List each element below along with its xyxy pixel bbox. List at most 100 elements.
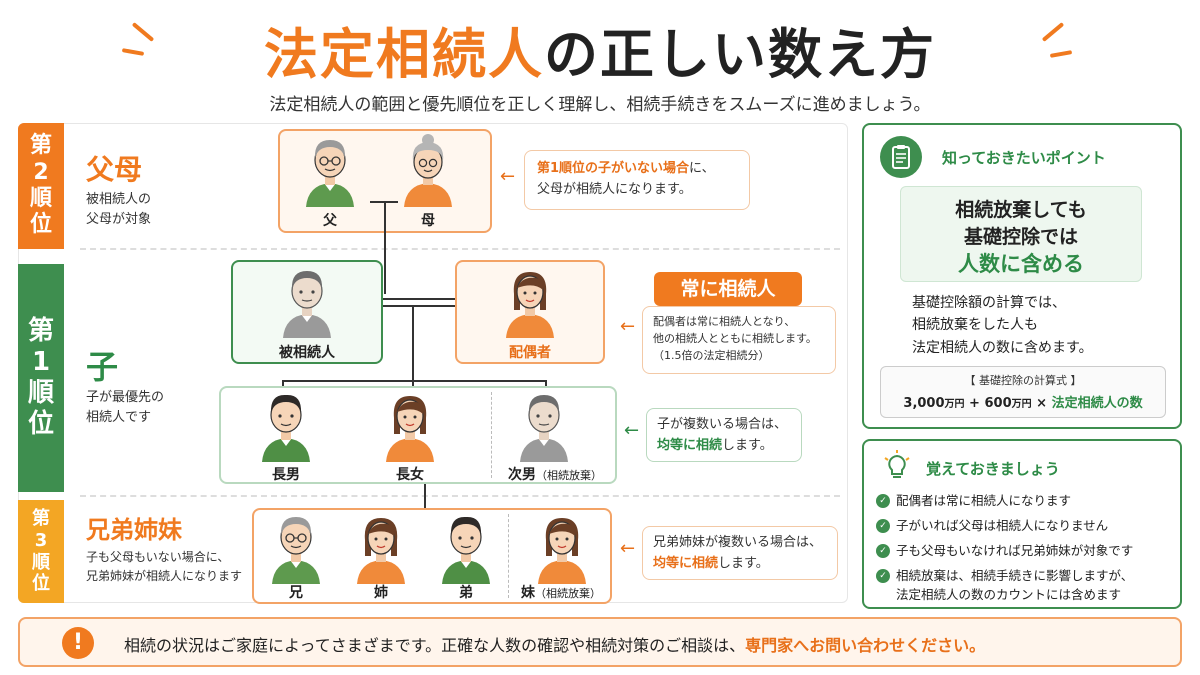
desc-line: 相続人です bbox=[86, 410, 152, 426]
rank-char: 第 bbox=[27, 315, 54, 346]
title-highlight: 法定相続人 bbox=[264, 23, 544, 86]
formula-unit: 万円 bbox=[944, 399, 965, 410]
list-item-line: 相続放棄は、相続手続きに影響しますが、 bbox=[896, 568, 1134, 584]
marriage-line bbox=[383, 305, 455, 307]
spouse-label: 配偶者 bbox=[509, 345, 551, 361]
clipboard-icon bbox=[880, 136, 922, 178]
tree-line bbox=[282, 380, 284, 386]
list-item-text: 子がいれば父母は相続人になりません bbox=[896, 518, 1109, 534]
eldest-son-label: 長男 bbox=[272, 467, 300, 483]
section-name-siblings: 兄弟姉妹 bbox=[86, 516, 182, 544]
formula-value: 法定相続人の数 bbox=[1051, 396, 1143, 411]
rank-char: 第 bbox=[32, 508, 50, 530]
point-highlight: 相続放棄しても 基礎控除では 人数に含める bbox=[900, 186, 1142, 282]
formula-value: 3,000 bbox=[903, 396, 945, 411]
note-text: します。 bbox=[718, 555, 769, 571]
memo-list: ✓配偶者は常に相続人になります ✓子がいれば父母は相続人になりません ✓子も父母… bbox=[876, 492, 1172, 611]
tree-line bbox=[384, 201, 386, 294]
highlight-line: 基礎控除では bbox=[963, 225, 1078, 248]
younger-brother-avatar bbox=[436, 510, 496, 584]
highlight-line: 人数に含める bbox=[958, 252, 1084, 277]
renounce-divider bbox=[491, 392, 492, 478]
formula: 3,000万円 + 600万円 × 法定相続人の数 bbox=[881, 392, 1165, 411]
rank-char: 順 bbox=[32, 551, 50, 573]
second-son-label: 次男（相続放棄） bbox=[493, 464, 617, 484]
formula-operator: + bbox=[964, 396, 985, 411]
renounce-divider bbox=[508, 514, 509, 598]
list-item: ✓ 配偶者は常に相続人になります bbox=[876, 492, 1172, 510]
page-subtitle: 法定相続人の範囲と優先順位を正しく理解し、相続手続きをスムーズに進めましょう。 bbox=[269, 95, 931, 115]
highlight-line: 相続放棄しても bbox=[955, 199, 1087, 221]
rank-char: 順 bbox=[27, 378, 54, 408]
tree-line bbox=[412, 306, 414, 380]
note-text: に、 bbox=[689, 161, 715, 176]
siblings-note: 兄弟姉妹が複数いる場合は、 均等に相続します。 bbox=[642, 526, 838, 580]
section-desc-parents: 被相続人の父母が対象 bbox=[86, 190, 151, 230]
parents-note: 第1順位の子がいない場合に、 父母が相続人になります。 bbox=[524, 150, 750, 210]
check-icon: ✓ bbox=[876, 494, 890, 508]
arrow-left-icon: ← bbox=[624, 420, 640, 441]
list-item-text: 配偶者は常に相続人になります bbox=[896, 493, 1072, 508]
rank-char: 順 bbox=[29, 186, 52, 211]
rank-char: 1 bbox=[31, 346, 51, 377]
eldest-daughter-avatar bbox=[380, 388, 440, 462]
arrow-left-icon: ← bbox=[620, 316, 636, 337]
section-desc-siblings: 子も父母もいない場合に、兄弟姉妹が相続人になります bbox=[86, 548, 242, 585]
footer-text-highlight: 専門家へお問い合わせください。 bbox=[745, 636, 986, 655]
check-icon: ✓ bbox=[876, 544, 890, 559]
deceased-avatar bbox=[277, 264, 337, 338]
note-line: 兄弟姉妹が複数いる場合は、 bbox=[653, 535, 823, 550]
body-line: 法定相続人の数に含めます。 bbox=[912, 339, 1093, 356]
desc-line: 父母が対象 bbox=[86, 212, 152, 228]
footer-text: 相続の状況はご家庭によってさまざまです。正確な人数の確認や相続対策のご相談は、専… bbox=[124, 632, 985, 656]
desc-line: 子も父母もいない場合に、 bbox=[86, 550, 230, 564]
younger-sister-note: （相続放棄） bbox=[535, 587, 601, 600]
formula-box: 【 基礎控除の計算式 】 3,000万円 + 600万円 × 法定相続人の数 bbox=[880, 366, 1166, 418]
rank-char: 2 bbox=[33, 159, 49, 185]
point-heading: 知っておきたいポイント bbox=[942, 149, 1106, 167]
formula-operator: × bbox=[1031, 396, 1052, 411]
list-item-text: 相続放棄は、相続手続きに影響しますが、法定相続人の数のカウントには含めます bbox=[896, 567, 1133, 603]
section-divider bbox=[80, 248, 840, 250]
note-line: 他の相続人とともに相続します。 bbox=[653, 332, 817, 346]
rank-char: 位 bbox=[27, 409, 54, 440]
younger-sister-avatar bbox=[532, 510, 592, 584]
rank-char: 位 bbox=[29, 212, 52, 238]
spouse-note: 配偶者は常に相続人となり、 他の相続人とともに相続します。 （1.5倍の法定相続… bbox=[642, 306, 836, 374]
second-son-name: 次男 bbox=[508, 467, 536, 483]
younger-brother-label: 弟 bbox=[459, 585, 473, 601]
rank-char: 第 bbox=[29, 133, 52, 159]
deceased-box bbox=[231, 260, 383, 364]
tree-line bbox=[282, 380, 546, 382]
check-icon: ✓ bbox=[876, 569, 890, 584]
memo-card bbox=[862, 439, 1182, 609]
exclamation-icon: ! bbox=[62, 627, 94, 659]
desc-line: 被相続人の bbox=[86, 192, 152, 207]
section-name-children: 子 bbox=[86, 348, 119, 386]
page-title: 法定相続人の正しい数え方 bbox=[0, 10, 1200, 89]
arrow-left-icon: ← bbox=[500, 166, 516, 187]
rank-char: 3 bbox=[34, 529, 48, 551]
mother-label: 母 bbox=[421, 213, 435, 229]
footer-text-main: 相続の状況はご家庭によってさまざまです。正確な人数の確認や相続対策のご相談は、 bbox=[124, 636, 746, 655]
desc-line: 兄弟姉妹が相続人になります bbox=[86, 568, 243, 583]
note-line: 子が複数いる場合は、 bbox=[657, 417, 788, 432]
marriage-line bbox=[383, 298, 455, 300]
note-line: 第1順位の子がいない場合に、 bbox=[537, 159, 737, 180]
formula-value: 600 bbox=[984, 396, 1012, 411]
footer-notice bbox=[18, 617, 1182, 667]
eldest-daughter-label: 長女 bbox=[396, 467, 424, 483]
older-sister-avatar bbox=[351, 510, 411, 584]
note-emphasis: 均等に相続 bbox=[657, 437, 723, 453]
tree-line bbox=[545, 380, 547, 386]
note-line: 均等に相続します。 bbox=[657, 436, 791, 457]
father-avatar bbox=[300, 133, 360, 207]
lightbulb-icon bbox=[880, 449, 914, 483]
father-label: 父 bbox=[323, 213, 337, 229]
formula-title: 【 基礎控除の計算式 】 bbox=[964, 374, 1082, 387]
note-text: します。 bbox=[722, 437, 773, 453]
always-heir-tag: 常に相続人 bbox=[654, 272, 802, 306]
